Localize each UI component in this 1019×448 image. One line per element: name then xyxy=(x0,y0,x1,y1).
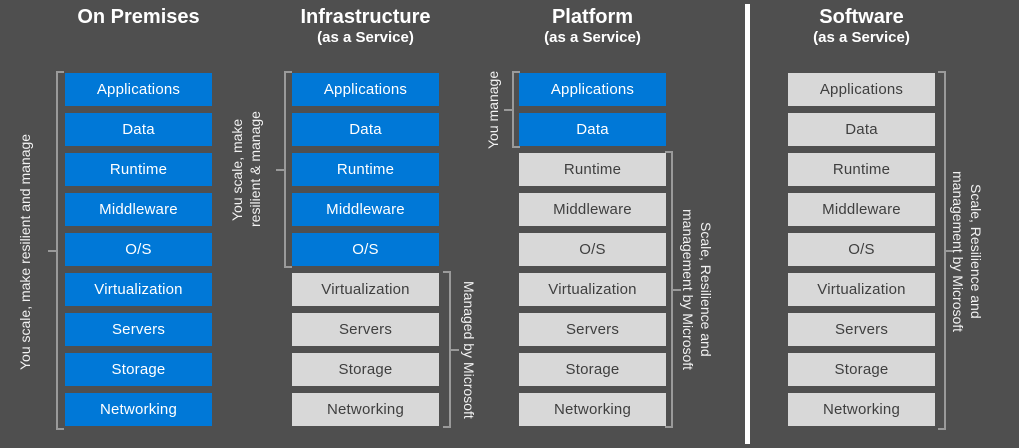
layer-data: Data xyxy=(788,113,935,146)
label-iaas-you-manage: You scale, make resilient & manage xyxy=(228,111,263,228)
column-on-premises: On Premises Applications Data Runtime Mi… xyxy=(65,0,212,426)
layer-os: O/S xyxy=(292,233,439,266)
bracket-paas-right xyxy=(665,151,681,428)
column-platform: Platform (as a Service) Applications Dat… xyxy=(519,0,666,426)
layer-applications: Applications xyxy=(519,73,666,106)
layer-runtime: Runtime xyxy=(519,153,666,186)
bracket-on-premises-left xyxy=(48,71,64,430)
layer-stack: Applications Data Runtime Middleware O/S… xyxy=(292,73,439,433)
layer-middleware: Middleware xyxy=(65,193,212,226)
layer-runtime: Runtime xyxy=(788,153,935,186)
layer-storage: Storage xyxy=(292,353,439,386)
layer-storage: Storage xyxy=(788,353,935,386)
label-iaas-managed-by-microsoft: Managed by Microsoft xyxy=(461,281,478,419)
layer-middleware: Middleware xyxy=(292,193,439,226)
layer-virtualization: Virtualization xyxy=(65,273,212,306)
layer-networking: Networking xyxy=(65,393,212,426)
layer-stack: Applications Data Runtime Middleware O/S… xyxy=(519,73,666,433)
column-subtitle xyxy=(65,29,212,47)
label-saas-managed-by-microsoft: Scale, Resilience and management by Micr… xyxy=(950,170,985,333)
layer-servers: Servers xyxy=(65,313,212,346)
column-title: Platform xyxy=(551,6,634,28)
bracket-saas-right xyxy=(938,71,954,430)
label-paas-managed-by-microsoft: Scale, Resilience and management by Micr… xyxy=(680,208,715,371)
layer-storage: Storage xyxy=(519,353,666,386)
layer-networking: Networking xyxy=(519,393,666,426)
layer-data: Data xyxy=(65,113,212,146)
layer-virtualization: Virtualization xyxy=(788,273,935,306)
layer-servers: Servers xyxy=(519,313,666,346)
layer-os: O/S xyxy=(65,233,212,266)
column-subtitle: (as a Service) xyxy=(544,29,641,46)
layer-data: Data xyxy=(519,113,666,146)
layer-virtualization: Virtualization xyxy=(292,273,439,306)
column-software: Software (as a Service) Applications Dat… xyxy=(788,0,935,426)
layer-runtime: Runtime xyxy=(292,153,439,186)
column-subtitle: (as a Service) xyxy=(317,29,414,46)
divider-line xyxy=(745,4,750,444)
layer-virtualization: Virtualization xyxy=(519,273,666,306)
column-title: On Premises xyxy=(77,6,200,28)
layer-os: O/S xyxy=(788,233,935,266)
layer-os: O/S xyxy=(519,233,666,266)
layer-applications: Applications xyxy=(292,73,439,106)
bracket-paas-left xyxy=(504,71,520,148)
column-subtitle: (as a Service) xyxy=(813,29,910,46)
layer-data: Data xyxy=(292,113,439,146)
bracket-iaas-left xyxy=(276,71,292,268)
layer-networking: Networking xyxy=(788,393,935,426)
layer-middleware: Middleware xyxy=(788,193,935,226)
layer-servers: Servers xyxy=(292,313,439,346)
layer-middleware: Middleware xyxy=(519,193,666,226)
layer-stack: Applications Data Runtime Middleware O/S… xyxy=(65,73,212,433)
layer-servers: Servers xyxy=(788,313,935,346)
label-paas-you-manage: You manage xyxy=(484,70,501,150)
bracket-iaas-right xyxy=(443,271,459,428)
label-on-premises-responsibility: You scale, make resilient and manage xyxy=(16,133,33,370)
layer-stack: Applications Data Runtime Middleware O/S… xyxy=(788,73,935,433)
layer-storage: Storage xyxy=(65,353,212,386)
layer-applications: Applications xyxy=(65,73,212,106)
layer-applications: Applications xyxy=(788,73,935,106)
column-title: Software xyxy=(819,6,904,28)
layer-runtime: Runtime xyxy=(65,153,212,186)
layer-networking: Networking xyxy=(292,393,439,426)
column-title: Infrastructure xyxy=(300,6,431,28)
column-infrastructure: Infrastructure (as a Service) Applicatio… xyxy=(292,0,439,426)
